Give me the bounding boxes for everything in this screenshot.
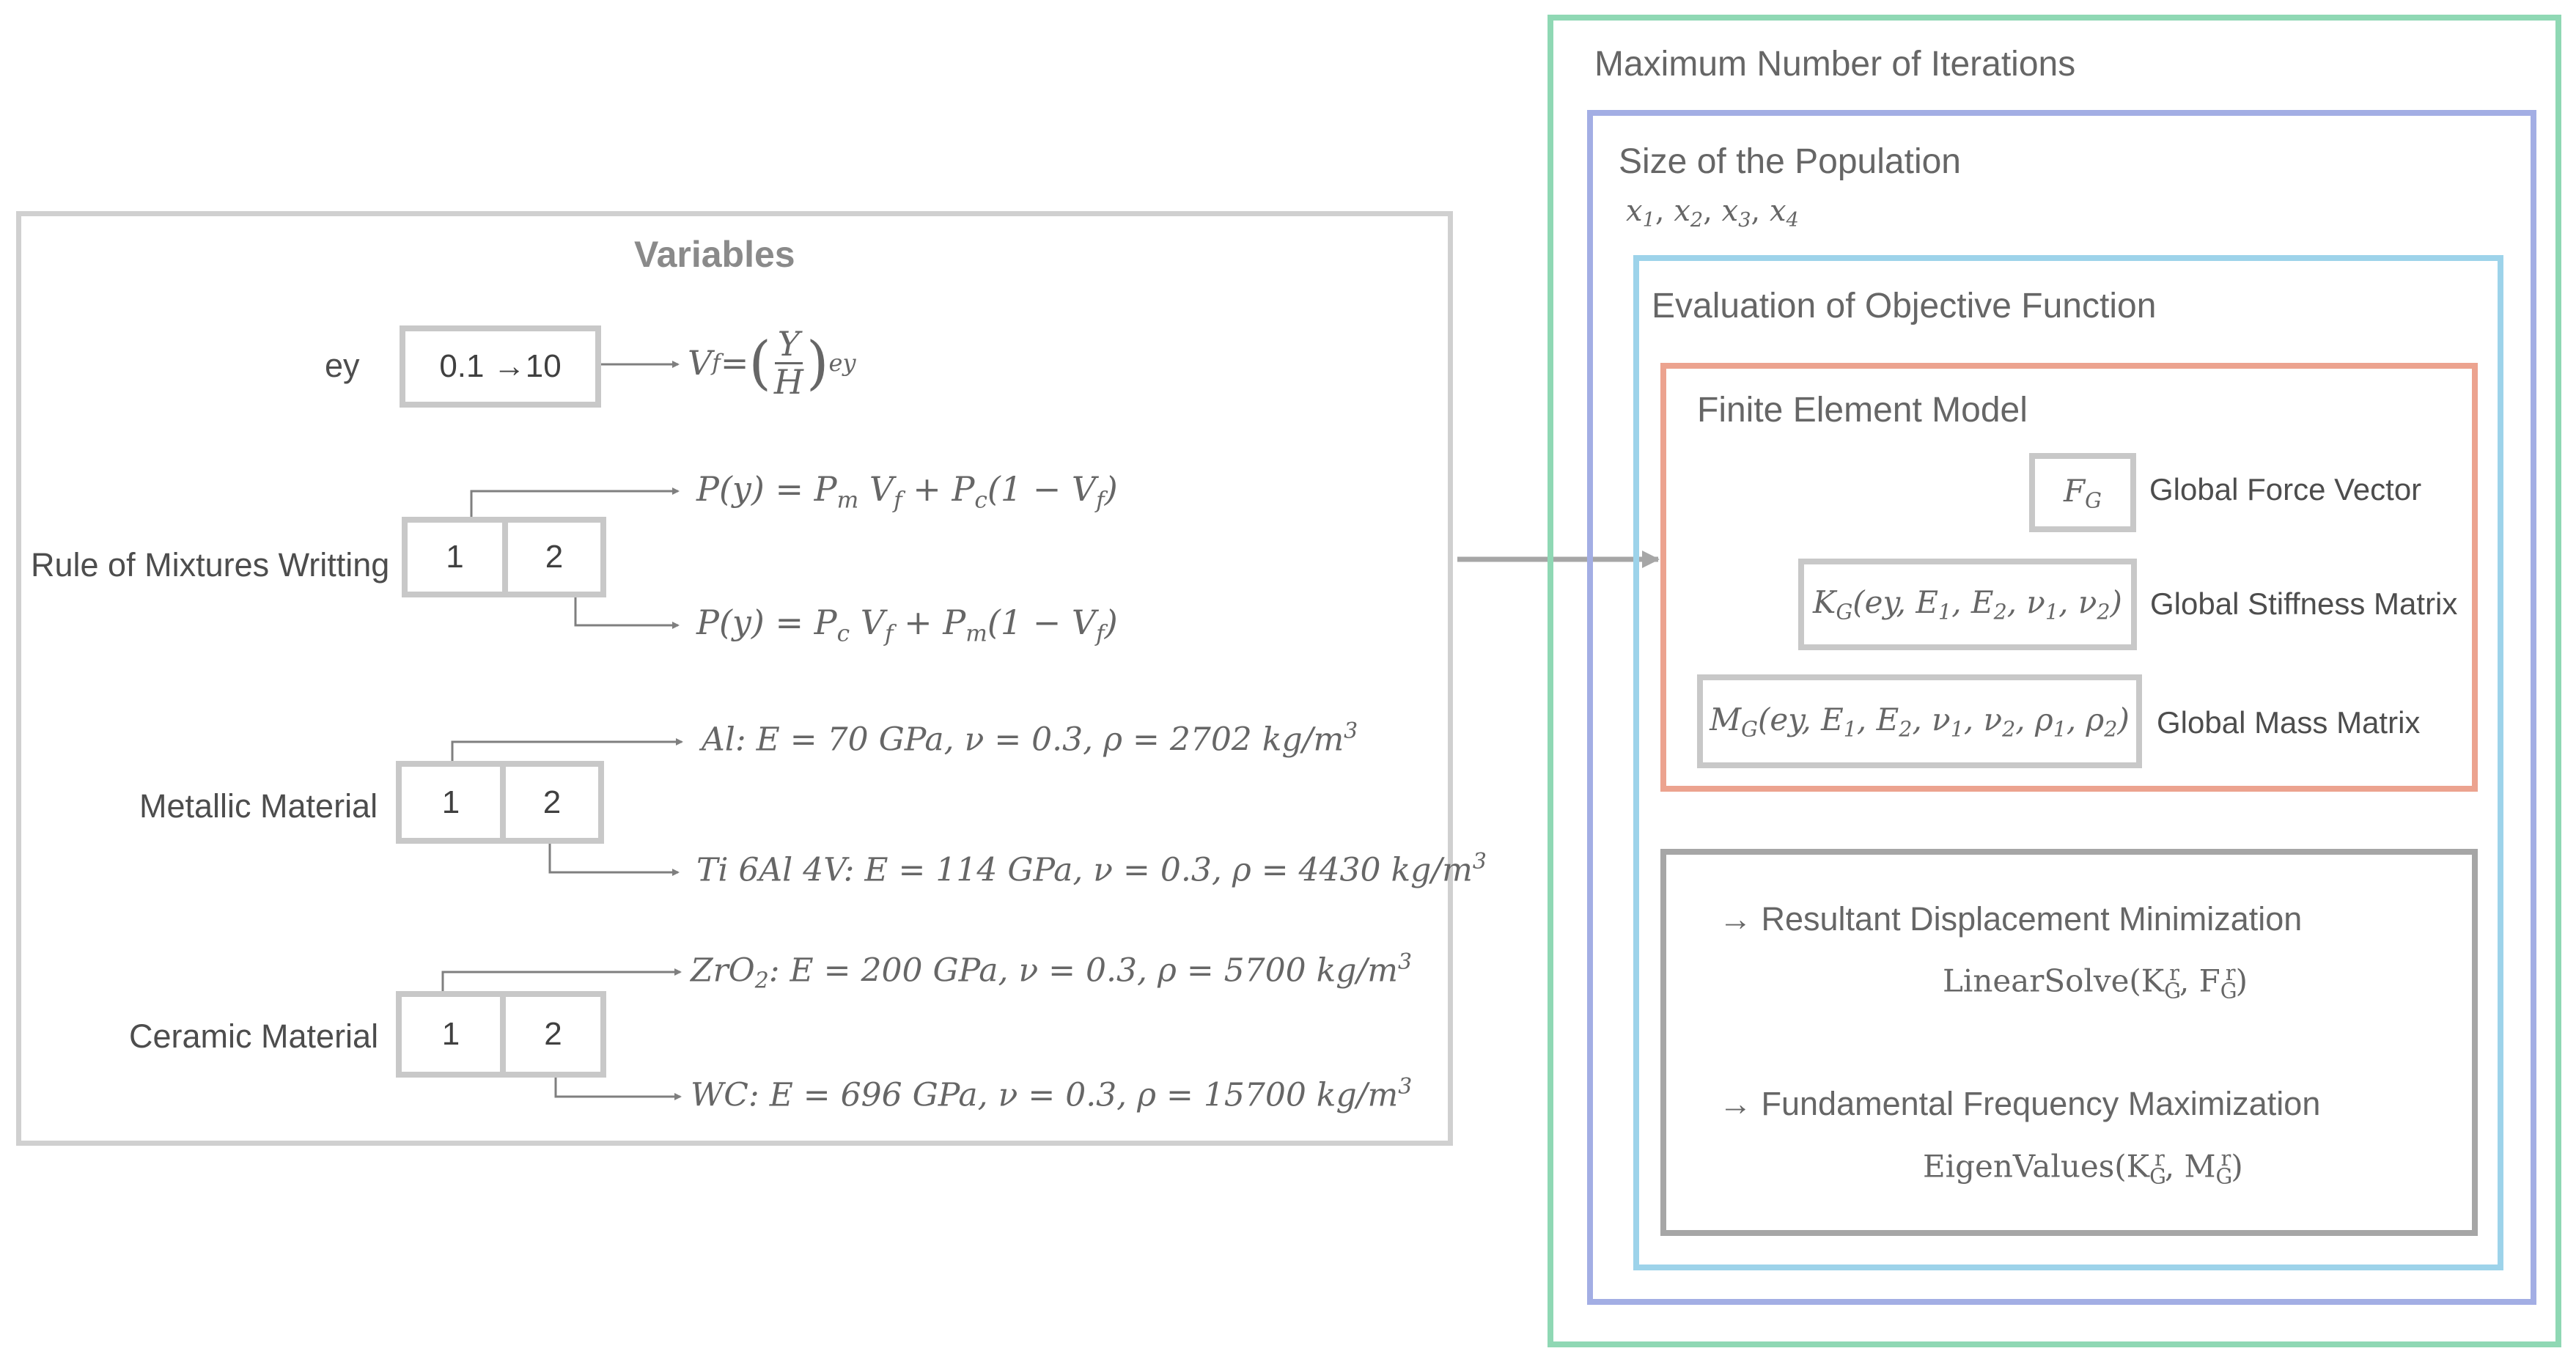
rule-label: Rule of Mixtures Writting [31, 546, 390, 584]
frequency-objective-label: → Fundamental Frequency Maximization [1719, 1085, 2321, 1122]
variables-panel [16, 211, 1453, 1146]
ey-range-box[interactable]: 0.1 →10 [400, 325, 601, 408]
ceramic-material-2: WC: E = 696 GPa, ν = 0.3, ρ = 15700 kg/m… [691, 1074, 1413, 1114]
metallic-material-2: Ti 6Al 4V: E = 114 GPa, ν = 0.3, ρ = 443… [696, 849, 1487, 889]
variables-connectors [441, 361, 1660, 1100]
metallic-option-1[interactable]: 1 [396, 761, 506, 844]
fem-title: Finite Element Model [1697, 391, 2028, 430]
force-vector-box[interactable]: FG [2029, 453, 2136, 532]
max-iterations-title: Maximum Number of Iterations [1594, 45, 2076, 84]
objective-title: Evaluation of Objective Function [1652, 287, 2157, 325]
ceramic-label: Ceramic Material [129, 1017, 379, 1055]
metallic-label: Metallic Material [139, 787, 378, 825]
ceramic-option-2[interactable]: 2 [500, 991, 606, 1078]
metallic-option-2[interactable]: 2 [500, 761, 604, 844]
metallic-material-1: Al: E = 70 GPa, ν = 0.3, ρ = 2702 kg/m3 [702, 718, 1358, 759]
mass-matrix-label: Global Mass Matrix [2157, 705, 2421, 740]
rule-formula-2: P(y) = Pc Vf + Pm(1 − Vf) [696, 603, 1118, 647]
displacement-objective-label: → Resultant Displacement Minimization [1719, 900, 2303, 938]
design-variables: x1, x2, x3, x4 [1626, 194, 1799, 232]
eigenvalues-formula: EigenValues(KGr, MGr) [1923, 1146, 2243, 1189]
stiffness-matrix-box[interactable]: KG(ey, E1, E2, ν1, ν2) [1798, 559, 2137, 650]
rule-option-1[interactable]: 1 [402, 517, 508, 597]
variables-title: Variables [634, 234, 795, 275]
population-box [1587, 110, 2536, 1305]
rule-arrow-2 [574, 595, 680, 629]
metallic-arrow-1 [451, 738, 683, 762]
rule-arrow-1 [470, 487, 680, 519]
objectives-box [1660, 849, 2478, 1236]
ey-range-value: 0.1 →10 [439, 348, 562, 384]
objective-box [1633, 255, 2503, 1270]
linear-solve-formula: LinearSolve(KGr, FGr) [1943, 960, 2248, 1004]
max-iterations-box [1548, 15, 2561, 1347]
ceramic-material-1: ZrO2: E = 200 GPa, ν = 0.3, ρ = 5700 kg/… [691, 949, 1413, 994]
force-vector-label: Global Force Vector [2149, 472, 2422, 507]
ey-label: ey [325, 347, 360, 384]
ceramic-arrow-1 [441, 968, 682, 993]
rule-formula-1: P(y) = Pm Vf + Pc(1 − Vf) [696, 469, 1118, 514]
ceramic-option-1[interactable]: 1 [396, 991, 506, 1078]
metallic-arrow-2 [548, 843, 680, 876]
rule-option-2[interactable]: 2 [502, 517, 606, 597]
stiffness-matrix-label: Global Stiffness Matrix [2150, 586, 2458, 621]
fem-box [1660, 363, 2478, 792]
population-title: Size of the Population [1619, 142, 1961, 181]
mass-matrix-box[interactable]: MG(ey, E1, E2, ν1, ν2, ρ1, ρ2) [1697, 674, 2142, 768]
ceramic-arrow-2 [554, 1075, 682, 1100]
